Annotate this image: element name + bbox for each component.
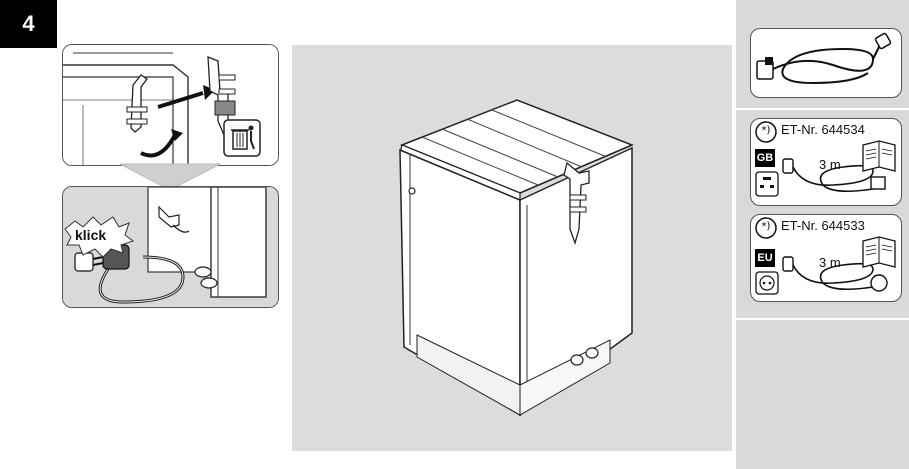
sidebar-divider	[736, 108, 909, 110]
sidebar-divider	[736, 318, 909, 320]
trash-bin-icon	[223, 119, 261, 157]
eu-socket-icon	[755, 271, 779, 295]
svg-text:*): *)	[762, 125, 771, 136]
dishwasher-illustration	[292, 45, 732, 451]
gb-socket-icon	[755, 171, 779, 197]
step-number-badge: 4	[0, 0, 57, 48]
manual-book-icon	[861, 233, 897, 269]
bracket-removal-illustration	[62, 44, 279, 166]
part-number: ET-Nr. 644534	[781, 122, 865, 137]
spare-part-card-gb: *) ET-Nr. 644534 GB 3 m	[750, 118, 902, 206]
parts-sidebar: *) ET-Nr. 644534 GB 3 m	[736, 0, 909, 469]
step-number: 4	[22, 11, 35, 36]
asterisk-circle-icon: *)	[755, 217, 777, 239]
region-tag: EU	[755, 249, 775, 267]
asterisk-circle-icon: *)	[755, 121, 777, 143]
part-number: ET-Nr. 644533	[781, 218, 865, 233]
power-cord-icon	[751, 29, 901, 97]
spare-part-card-eu: *) ET-Nr. 644533 EU 3 m	[750, 214, 902, 302]
svg-text:*): *)	[762, 221, 771, 232]
down-arrow-icon	[120, 162, 220, 192]
manual-book-icon	[861, 137, 897, 173]
plug-connection-illustration: klick	[62, 186, 279, 308]
region-tag: GB	[755, 149, 775, 167]
klick-label: klick	[75, 227, 107, 243]
power-cord-card	[750, 28, 902, 98]
